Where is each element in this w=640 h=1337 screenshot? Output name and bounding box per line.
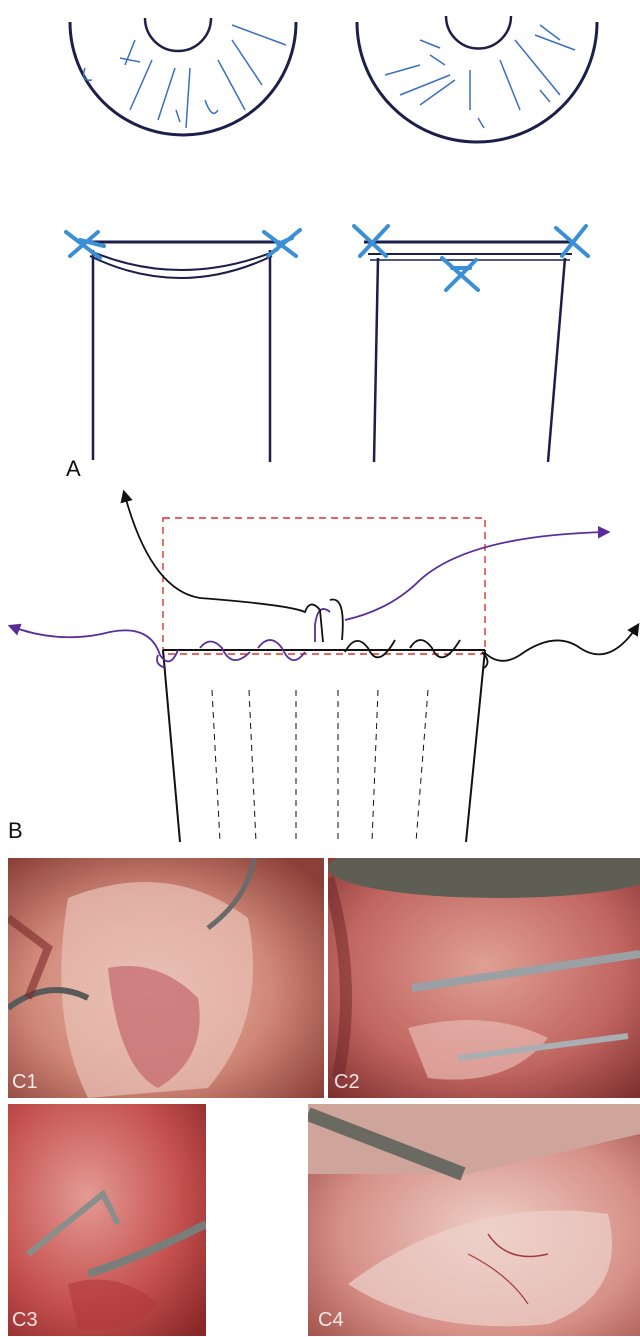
photo-label: C2 [334,1071,360,1094]
panel-a-drawing [0,0,640,480]
dashed-fold-lines [212,690,428,842]
suture-purple [10,532,608,668]
photo-c3: C3 [8,1104,206,1336]
panel-b-label: B [8,818,23,844]
semicircle-right [357,16,597,142]
photo-c1: C1 [8,858,324,1098]
panel-b-diagram [0,480,640,850]
blood-vessel-lines-right [385,25,575,128]
suture-knot-icon [354,226,588,290]
photo-label: C3 [12,1309,38,1332]
panel-a-label: A [66,456,81,482]
photo-c4: C4 [308,1104,640,1336]
photo-c2: C2 [328,858,640,1098]
tube-left [83,242,280,462]
tube-right [364,242,575,462]
photo-label: C4 [318,1309,344,1332]
suture-knot-icon [66,230,300,258]
highlight-box [163,518,485,654]
tube-outline [163,650,485,842]
photo-label: C1 [12,1071,38,1094]
